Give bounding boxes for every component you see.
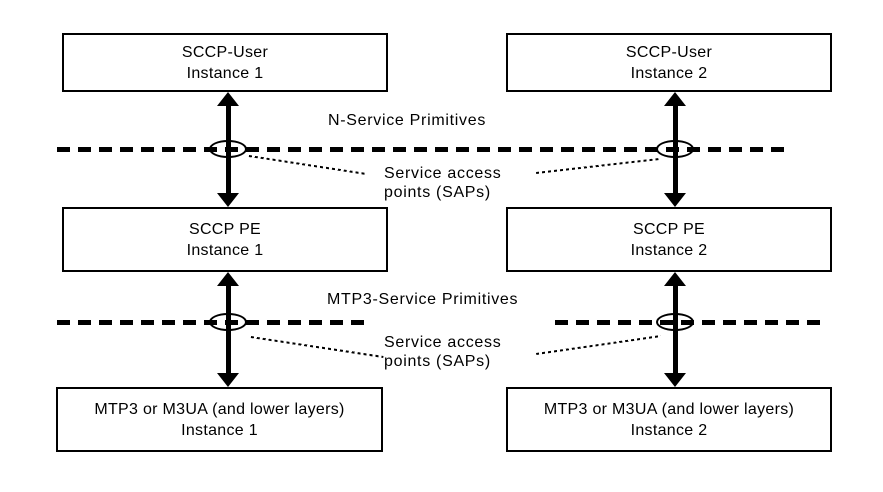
box-title: SCCP PE — [188, 220, 262, 238]
box-sccp-pe-instance-2: SCCP PE Instance 2 — [506, 207, 832, 272]
leader-line-lower-left — [250, 336, 384, 359]
box-sccp-user-instance-2: SCCP-User Instance 2 — [506, 33, 832, 92]
box-title: SCCP-User — [181, 43, 269, 61]
box-subtitle: Instance 2 — [630, 421, 708, 439]
box-title: SCCP-User — [625, 43, 713, 61]
box-sccp-user-instance-1: SCCP-User Instance 1 — [62, 33, 388, 92]
box-subtitle: Instance 2 — [630, 241, 708, 259]
box-mtp3-instance-1: MTP3 or M3UA (and lower layers) Instance… — [56, 387, 383, 452]
box-title: SCCP PE — [632, 220, 706, 238]
label-sap-lower: Service access points (SAPs) — [384, 333, 501, 371]
leader-line-lower-right — [536, 335, 661, 355]
box-subtitle: Instance 1 — [186, 241, 264, 259]
double-arrow-sccpuser2-sccppe2 — [664, 92, 686, 207]
double-arrow-sccppe1-mtp31 — [217, 272, 239, 387]
label-sap-upper-line2: points (SAPs) — [384, 184, 491, 201]
sap-boundary-line-upper — [57, 147, 785, 152]
label-sap-lower-line2: points (SAPs) — [384, 353, 491, 370]
label-sap-upper-line1: Service access — [384, 165, 502, 182]
box-title: MTP3 or M3UA (and lower layers) — [94, 400, 345, 418]
arrow-shaft — [225, 99, 231, 200]
double-arrow-sccppe2-mtp32 — [664, 272, 686, 387]
label-sap-lower-line1: Service access — [384, 334, 502, 351]
arrowhead-down-icon — [217, 373, 239, 387]
box-title: MTP3 or M3UA (and lower layers) — [543, 400, 795, 418]
box-subtitle: Instance 2 — [630, 64, 708, 82]
label-n-service-primitives: N-Service Primitives — [328, 112, 487, 129]
box-sccp-pe-instance-1: SCCP PE Instance 1 — [62, 207, 388, 272]
arrowhead-down-icon — [664, 193, 686, 207]
arrow-shaft — [672, 279, 678, 380]
label-mtp3-service-primitives: MTP3-Service Primitives — [327, 291, 519, 308]
leader-line-upper-right — [536, 157, 660, 174]
arrowhead-down-icon — [217, 193, 239, 207]
leader-line-upper-left — [248, 155, 366, 175]
double-arrow-sccpuser1-sccppe1 — [217, 92, 239, 207]
box-subtitle: Instance 1 — [186, 64, 264, 82]
box-subtitle: Instance 1 — [181, 421, 258, 439]
arrow-shaft — [672, 99, 678, 200]
label-sap-upper: Service access points (SAPs) — [384, 164, 501, 202]
arrow-shaft — [225, 279, 231, 380]
arrowhead-down-icon — [664, 373, 686, 387]
box-mtp3-instance-2: MTP3 or M3UA (and lower layers) Instance… — [506, 387, 832, 452]
